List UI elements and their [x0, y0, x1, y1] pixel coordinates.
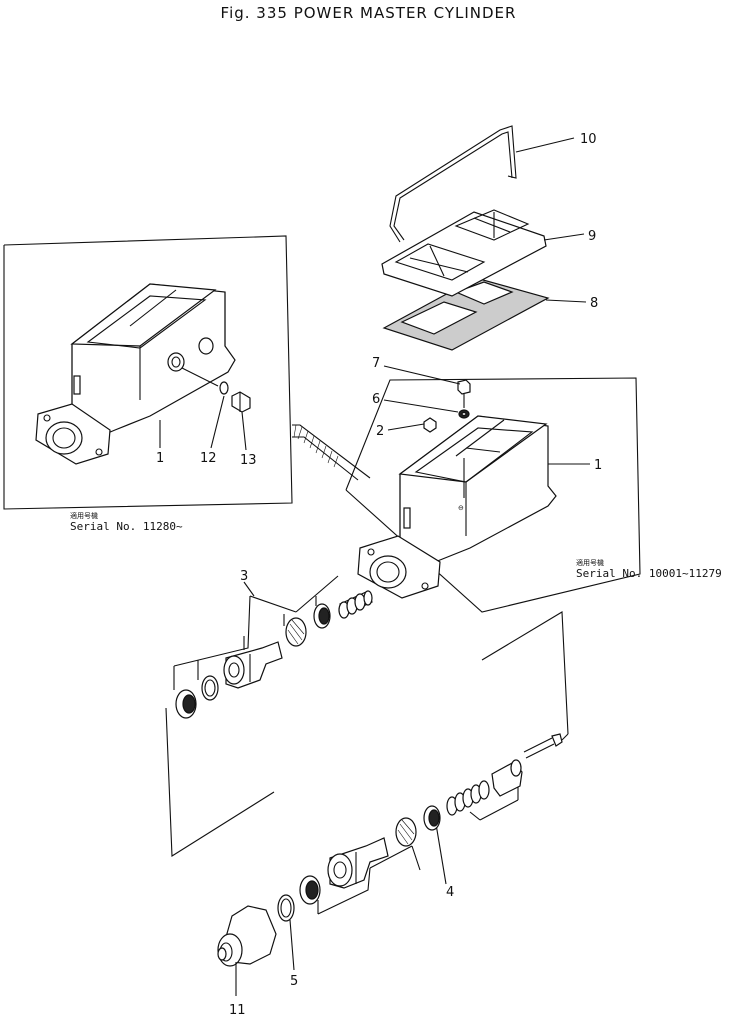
part-7-bolt [457, 379, 471, 408]
svg-text:⊖: ⊖ [458, 504, 464, 512]
main-serial-jp: 適用号機 [576, 558, 604, 567]
part-5-ring [277, 894, 295, 971]
part-12-o-ring [181, 367, 229, 449]
figure-title: Fig. 335 POWER MASTER CYLINDER [220, 4, 517, 22]
callout-13: 13 [240, 453, 257, 468]
callout-3: 3 [240, 569, 248, 584]
inset-callout-1: 1 [156, 451, 164, 466]
part-11-boot [217, 905, 277, 996]
part-8-gasket [382, 277, 550, 351]
callout-7: 7 [372, 356, 380, 371]
callout-10: 10 [580, 132, 597, 147]
callout-8: 8 [590, 296, 598, 311]
callout-6: 6 [372, 392, 380, 407]
callout-11: 11 [229, 1003, 246, 1016]
part-6-washer [458, 409, 470, 419]
inset-reservoir-body [35, 283, 236, 465]
part-4-assembly [299, 733, 569, 915]
inset-frame [3, 235, 293, 510]
callout-4: 4 [446, 885, 454, 900]
inset-serial-label: Serial No. 11280~ [70, 520, 183, 533]
main-serial-label: Serial No. 10001~11279 [576, 567, 722, 580]
part-1-reservoir-body: ⊖ [357, 415, 557, 599]
inset-serial-jp: 適用号機 [70, 511, 98, 520]
lower-frame [165, 611, 569, 857]
callout-2: 2 [376, 424, 384, 439]
callout-9: 9 [588, 229, 596, 244]
part-10-wire-clip [389, 125, 517, 243]
callout-12: 12 [200, 451, 217, 466]
main-frame [345, 377, 641, 613]
part-3-assembly [173, 575, 373, 719]
part-2-plug [423, 417, 437, 433]
connector-hatch [292, 424, 371, 481]
part-9-cover [381, 209, 547, 297]
callout-leaders-top [383, 137, 590, 465]
callout-1: 1 [594, 458, 602, 473]
callout-5: 5 [290, 974, 298, 989]
part-13-fitting [231, 391, 251, 451]
